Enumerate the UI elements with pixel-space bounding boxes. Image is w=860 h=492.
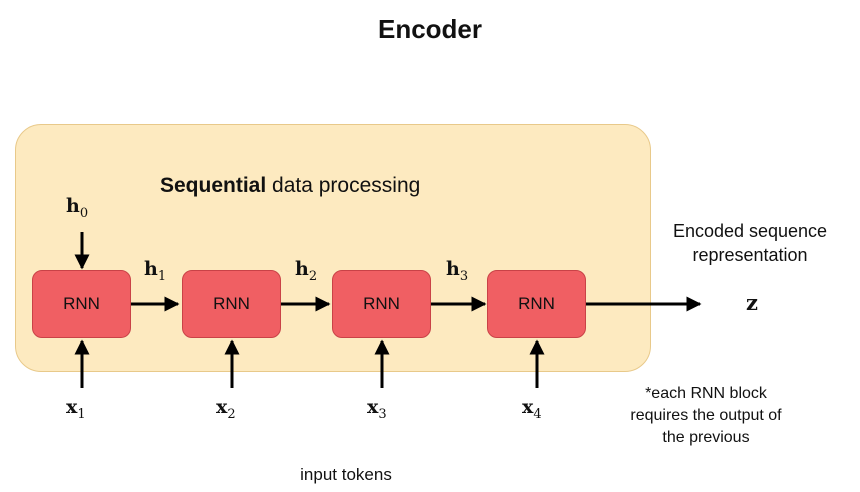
output-description-line1: Encoded sequence	[672, 221, 828, 241]
h3-label: h3	[446, 258, 469, 284]
h1-label: h1	[144, 258, 167, 284]
rnn-block-4: RNN	[487, 270, 586, 338]
input-tokens-caption: input tokens	[300, 465, 392, 484]
x2-label: x2	[216, 396, 236, 422]
footnote-line2: requires the output of	[630, 407, 782, 424]
rnn-block-1: RNN	[32, 270, 131, 338]
footnote-line1: *each RNN block	[645, 385, 767, 402]
footnote-line3: the previous	[662, 429, 750, 446]
rnn-block-2: RNN	[182, 270, 281, 338]
rnn-block-3: RNN	[332, 270, 431, 338]
panel-caption-rest: data processing	[266, 174, 421, 197]
x4-label: x4	[522, 396, 542, 422]
diagram-title: Encoder	[377, 14, 483, 44]
h0-label: h0	[66, 195, 89, 221]
output-description-line2: representation	[692, 245, 808, 265]
h2-label: h2	[295, 258, 318, 284]
x1-label: x1	[66, 396, 86, 422]
output-z-label: z	[746, 290, 758, 315]
footnote: *each RNN block requires the output of t…	[600, 383, 812, 449]
panel-caption-bold: Sequential	[160, 174, 267, 197]
x3-label: x3	[367, 396, 387, 422]
panel-caption: Sequential data processing	[160, 174, 420, 198]
output-description: Encoded sequence representation	[650, 219, 850, 267]
